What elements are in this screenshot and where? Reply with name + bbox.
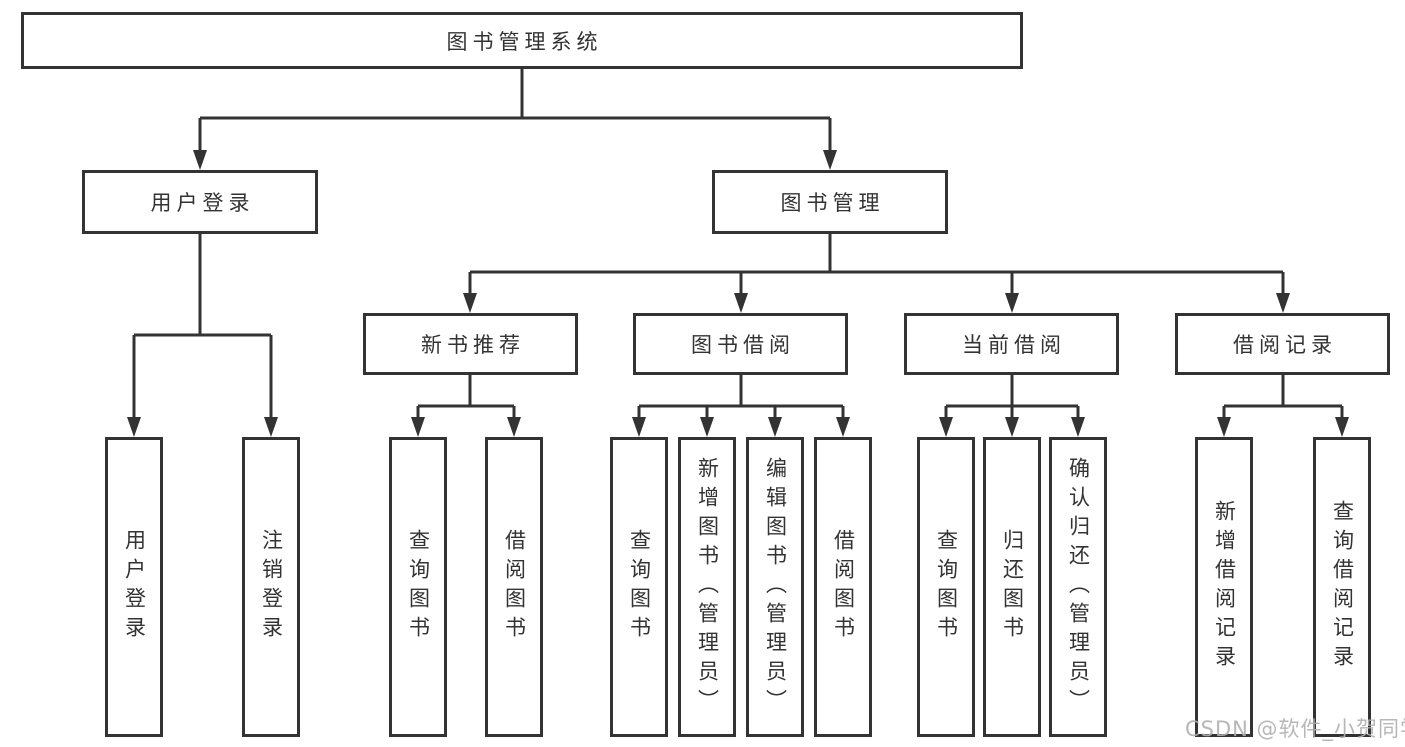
arrow-down-icon	[734, 293, 748, 313]
connector-current-borrow-to-leaves	[939, 375, 1085, 437]
leaf-edit-books-admin: 编辑图书（管理员）	[746, 437, 804, 737]
arrow-down-icon	[1005, 417, 1019, 437]
arrow-down-icon	[127, 417, 141, 437]
leaf-add-borrow-record: 新增借阅记录	[1195, 437, 1253, 737]
connector-root-to-level2	[193, 68, 837, 170]
arrow-down-icon	[507, 417, 521, 437]
arrow-down-icon	[632, 417, 646, 437]
leaf-label: 查询图书	[627, 529, 652, 645]
arrow-down-icon	[463, 293, 477, 313]
leaf-confirm-return-admin: 确认归还（管理员）	[1049, 437, 1107, 737]
arrow-down-icon	[836, 417, 850, 437]
arrow-down-icon	[1071, 417, 1085, 437]
leaf-user-login: 用户登录	[105, 437, 163, 737]
arrow-down-icon	[1335, 417, 1349, 437]
leaf-borrow-books-2: 借阅图书	[814, 437, 872, 737]
leaf-query-books-3: 查询图书	[917, 437, 975, 737]
leaf-label: 新增图书（管理员）	[695, 456, 720, 718]
connector-book-management-to-level3	[463, 234, 1290, 313]
leaf-add-books-admin: 新增图书（管理员）	[678, 437, 736, 737]
node-book-borrow: 图书借阅	[633, 313, 848, 375]
arrow-down-icon	[939, 417, 953, 437]
node-user-login: 用户登录	[82, 170, 318, 234]
arrow-down-icon	[411, 417, 425, 437]
leaf-logout: 注销登录	[242, 437, 300, 737]
arrow-down-icon	[264, 417, 278, 437]
leaf-query-books-2: 查询图书	[610, 437, 668, 737]
leaf-label: 新增借阅记录	[1212, 500, 1237, 674]
leaf-label: 借阅图书	[831, 529, 856, 645]
leaf-label: 归还图书	[1000, 529, 1025, 645]
leaf-label: 借阅图书	[502, 529, 527, 645]
leaf-borrow-books-1: 借阅图书	[485, 437, 543, 737]
leaf-label: 编辑图书（管理员）	[763, 456, 788, 718]
leaf-return-books: 归还图书	[983, 437, 1041, 737]
leaf-label: 查询借阅记录	[1330, 500, 1355, 674]
arrow-down-icon	[823, 150, 837, 170]
arrow-down-icon	[193, 150, 207, 170]
arrow-down-icon	[1276, 293, 1290, 313]
node-library-management-system: 图书管理系统	[21, 12, 1023, 69]
node-current-borrow: 当前借阅	[904, 313, 1119, 375]
arrow-down-icon	[1217, 417, 1231, 437]
arrow-down-icon	[700, 417, 714, 437]
node-borrow-records: 借阅记录	[1175, 313, 1390, 375]
arrow-down-icon	[1005, 293, 1019, 313]
csdn-watermark: CSDN @软件_小贺同学	[1185, 717, 1405, 741]
connector-new-book-recommend-to-leaves	[411, 375, 521, 437]
leaf-label: 查询图书	[934, 529, 959, 645]
leaf-label: 注销登录	[259, 529, 284, 645]
node-new-book-recommend: 新书推荐	[363, 313, 578, 375]
connector-book-borrow-to-leaves	[632, 375, 850, 437]
connector-user-login-to-leaves	[127, 234, 278, 437]
connector-borrow-records-to-leaves	[1217, 375, 1349, 437]
leaf-query-borrow-record: 查询借阅记录	[1313, 437, 1371, 737]
leaf-label: 查询图书	[406, 529, 431, 645]
leaf-label: 用户登录	[122, 529, 147, 645]
arrow-down-icon	[768, 417, 782, 437]
leaf-query-books-1: 查询图书	[389, 437, 447, 737]
leaf-label: 确认归还（管理员）	[1066, 456, 1091, 718]
node-book-management: 图书管理	[712, 170, 948, 234]
